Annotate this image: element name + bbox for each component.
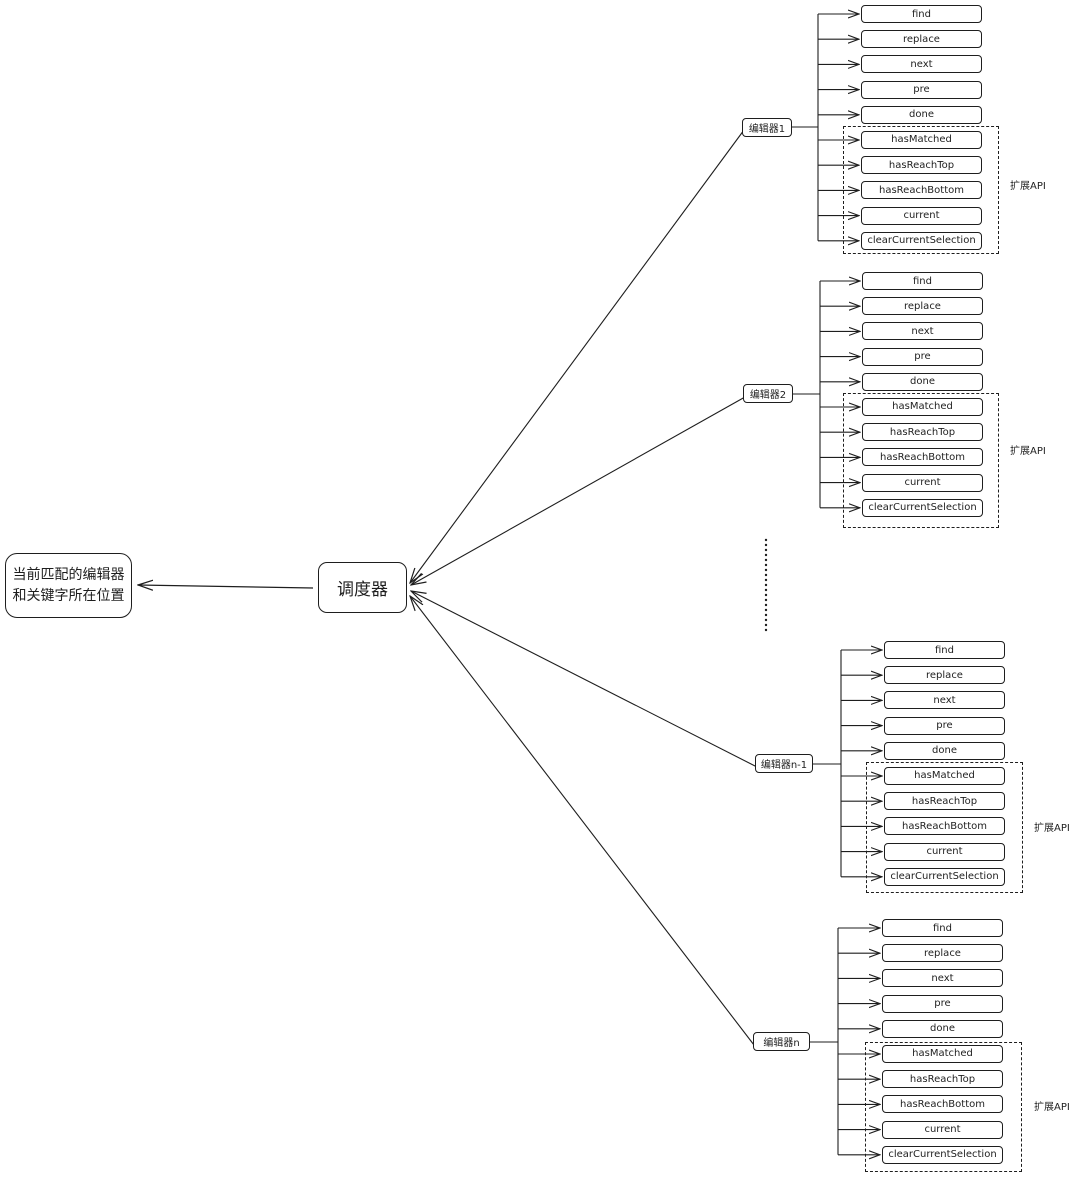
scheduler-node: 调度器: [318, 562, 407, 613]
result-box: 当前匹配的编辑器 和关键字所在位置: [5, 553, 132, 618]
editor-1-node: 编辑器1: [742, 118, 792, 137]
editor-n-extension-group: [865, 1042, 1022, 1172]
editor-n-minus-1-to-scheduler-arrow: [411, 591, 758, 768]
editor-1-api-list: find replace next pre done hasMatched ha…: [861, 5, 982, 250]
api-current: current: [861, 206, 982, 225]
editor-n-minus-1-api-list: find replace next pre done hasMatched ha…: [884, 641, 1005, 886]
api-pre: pre: [882, 994, 1003, 1013]
api-has-reach-top: hasReachTop: [884, 792, 1005, 811]
editor-2-to-scheduler-arrow: [411, 396, 746, 585]
api-has-reach-bottom: hasReachBottom: [861, 181, 982, 200]
editor-2-extension-label: 扩展API: [1010, 446, 1046, 457]
editor-n-api-list: find replace next pre done hasMatched ha…: [882, 919, 1003, 1164]
api-find: find: [884, 641, 1005, 659]
editor-2-extension-group: [843, 393, 999, 528]
api-done: done: [882, 1019, 1003, 1038]
api-current: current: [862, 473, 983, 492]
editor-n-minus-1-node: 编辑器n-1: [755, 754, 813, 773]
scheduler-to-result-arrow: [138, 585, 314, 588]
api-pre: pre: [861, 80, 982, 99]
api-clear-current-selection: clearCurrentSelection: [882, 1145, 1003, 1164]
api-done: done: [862, 372, 983, 391]
api-next: next: [882, 969, 1003, 988]
api-has-matched: hasMatched: [882, 1044, 1003, 1063]
editor-n-minus-1-extension-label: 扩展API: [1034, 823, 1070, 834]
api-current: current: [884, 842, 1005, 861]
editor-2-api-list: find replace next pre done hasMatched ha…: [862, 272, 983, 517]
api-next: next: [884, 691, 1005, 710]
api-clear-current-selection: clearCurrentSelection: [884, 867, 1005, 886]
api-replace: replace: [882, 944, 1003, 963]
api-has-reach-top: hasReachTop: [862, 423, 983, 442]
api-find: find: [882, 919, 1003, 937]
result-box-line-2: 和关键字所在位置: [12, 587, 125, 604]
editor-1-extension-group: [843, 126, 999, 254]
editor-2-node: 编辑器2: [743, 384, 793, 403]
api-has-matched: hasMatched: [884, 766, 1005, 785]
api-has-reach-top: hasReachTop: [882, 1070, 1003, 1089]
api-pre: pre: [862, 347, 983, 366]
api-next: next: [862, 322, 983, 341]
api-find: find: [861, 5, 982, 23]
api-has-reach-top: hasReachTop: [861, 156, 982, 175]
editor-1-to-scheduler-arrow: [410, 129, 745, 583]
api-current: current: [882, 1120, 1003, 1139]
api-done: done: [884, 741, 1005, 760]
editor-n-extension-label: 扩展API: [1034, 1102, 1070, 1113]
api-clear-current-selection: clearCurrentSelection: [861, 231, 982, 250]
api-replace: replace: [862, 297, 983, 316]
api-find: find: [862, 272, 983, 290]
api-has-matched: hasMatched: [862, 397, 983, 416]
editor-n-to-scheduler-arrow: [410, 596, 755, 1046]
api-has-reach-bottom: hasReachBottom: [862, 448, 983, 467]
api-pre: pre: [884, 716, 1005, 735]
editor-n-minus-1-extension-group: [866, 762, 1023, 893]
editor-1-extension-label: 扩展API: [1010, 181, 1046, 192]
api-has-matched: hasMatched: [861, 130, 982, 149]
api-done: done: [861, 105, 982, 124]
result-box-line-1: 当前匹配的编辑器: [12, 566, 125, 583]
api-has-reach-bottom: hasReachBottom: [884, 817, 1005, 836]
api-replace: replace: [884, 666, 1005, 685]
editor-n-node: 编辑器n: [753, 1032, 810, 1051]
api-clear-current-selection: clearCurrentSelection: [862, 498, 983, 517]
api-next: next: [861, 55, 982, 74]
api-has-reach-bottom: hasReachBottom: [882, 1095, 1003, 1114]
api-replace: replace: [861, 30, 982, 49]
